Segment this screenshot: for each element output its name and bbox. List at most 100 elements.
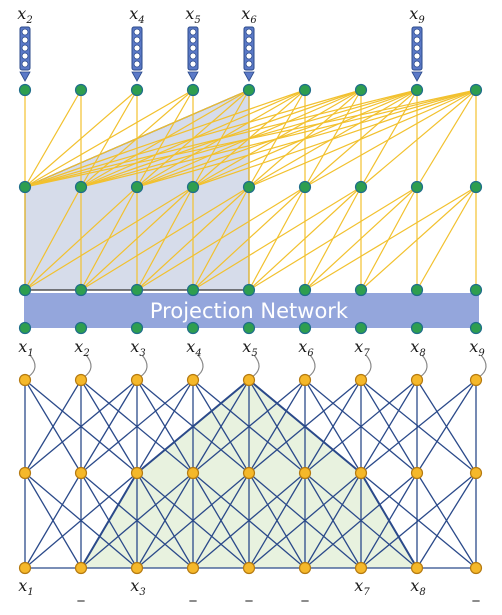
blue-edge: [304, 379, 362, 474]
label-main: x: [354, 337, 363, 356]
network-edges: [24, 89, 477, 569]
connector-curves: [27, 354, 487, 378]
blank-label: _: [189, 586, 198, 602]
yellow-edge: [192, 186, 362, 291]
green-node: [242, 321, 256, 335]
blue-edge: [360, 379, 418, 474]
yellow-edge: [80, 186, 250, 291]
connector-curve: [195, 354, 204, 378]
green-node: [298, 283, 312, 297]
vector-cell: [245, 52, 253, 60]
label-main: x: [242, 337, 251, 356]
orange-node: [354, 373, 368, 387]
blue-edge: [192, 379, 306, 474]
vector-cell: [413, 36, 421, 44]
blue-edge: [416, 472, 477, 569]
label-subscript: 9: [478, 348, 485, 359]
yellow-edge: [136, 186, 250, 291]
label-main: x: [18, 337, 27, 356]
yellow-edge: [24, 186, 82, 291]
blue-edge: [136, 379, 194, 474]
mid-label: x5: [242, 337, 257, 359]
yellow-edge: [304, 186, 477, 291]
connector-curve: [419, 354, 428, 378]
vector-cell: [245, 36, 253, 44]
green-node: [354, 83, 368, 97]
label-main: x: [469, 337, 478, 356]
vector-cell: [245, 28, 253, 36]
blank-label: _: [77, 586, 86, 602]
input-label: x2: [17, 4, 32, 26]
mid-label: x7: [354, 337, 370, 359]
green-node: [410, 83, 424, 97]
arrow-head: [243, 71, 255, 82]
orange-node: [410, 561, 424, 575]
orange-node: [354, 466, 368, 480]
vector-cell: [133, 44, 141, 52]
label-subscript: 7: [363, 348, 370, 359]
label-main: x: [74, 337, 83, 356]
label-subscript: 4: [137, 15, 144, 26]
green-node: [130, 283, 144, 297]
orange-node: [298, 466, 312, 480]
green-node: [130, 180, 144, 194]
blue-edge: [80, 379, 194, 474]
vector-cell: [21, 60, 29, 68]
vector-cell: [413, 44, 421, 52]
vector-cell: [133, 60, 141, 68]
connector-curve: [478, 354, 487, 378]
label-subscript: 1: [27, 587, 33, 598]
orange-node: [130, 466, 144, 480]
label-main: x: [186, 337, 195, 356]
mid-label: x1: [18, 337, 33, 359]
yellow-edge: [192, 186, 306, 291]
orange-node: [242, 373, 256, 387]
label-subscript: 3: [139, 348, 145, 359]
blue-edge: [360, 379, 477, 474]
yellow-edge: [416, 89, 477, 188]
connector-curve: [251, 354, 260, 378]
blue-edge: [304, 379, 418, 474]
orange-node: [18, 561, 32, 575]
orange-node: [298, 561, 312, 575]
orange-node: [410, 373, 424, 387]
green-node: [186, 321, 200, 335]
input-vector-x4: [131, 26, 143, 82]
label-subscript: 6: [307, 348, 314, 359]
yellow-edge: [24, 89, 138, 188]
label-main: x: [129, 4, 138, 23]
blue-edge: [80, 472, 194, 569]
label-subscript: 7: [363, 587, 370, 598]
orange-node: [298, 373, 312, 387]
projection-network-bar: [24, 293, 479, 328]
green-node: [18, 83, 32, 97]
bottom-label: x8: [410, 576, 425, 598]
orange-node: [242, 466, 256, 480]
yellow-edge: [136, 186, 306, 291]
orange-node: [186, 466, 200, 480]
bottom-label: x1: [18, 576, 33, 598]
label-main: x: [410, 337, 419, 356]
green-node: [74, 83, 88, 97]
label-main: x: [410, 576, 419, 595]
green-node: [410, 321, 424, 335]
label-subscript: 8: [419, 587, 425, 598]
blue-edge: [192, 472, 250, 569]
vector-cell: [21, 36, 29, 44]
yellow-edge: [304, 89, 477, 188]
blue-edge: [24, 379, 82, 474]
yellow-edge: [24, 89, 250, 188]
label-main: x: [18, 576, 27, 595]
yellow-edge: [248, 186, 362, 291]
orange-node: [469, 373, 483, 387]
yellow-edge: [24, 89, 477, 188]
vector-cell: [21, 52, 29, 60]
arrow-head: [131, 71, 143, 82]
green-node: [18, 321, 32, 335]
label-subscript: 2: [82, 348, 89, 359]
yellow-edge: [416, 186, 477, 291]
orange-node: [18, 466, 32, 480]
vector-cell: [189, 28, 197, 36]
mid-label: x2: [74, 337, 89, 359]
